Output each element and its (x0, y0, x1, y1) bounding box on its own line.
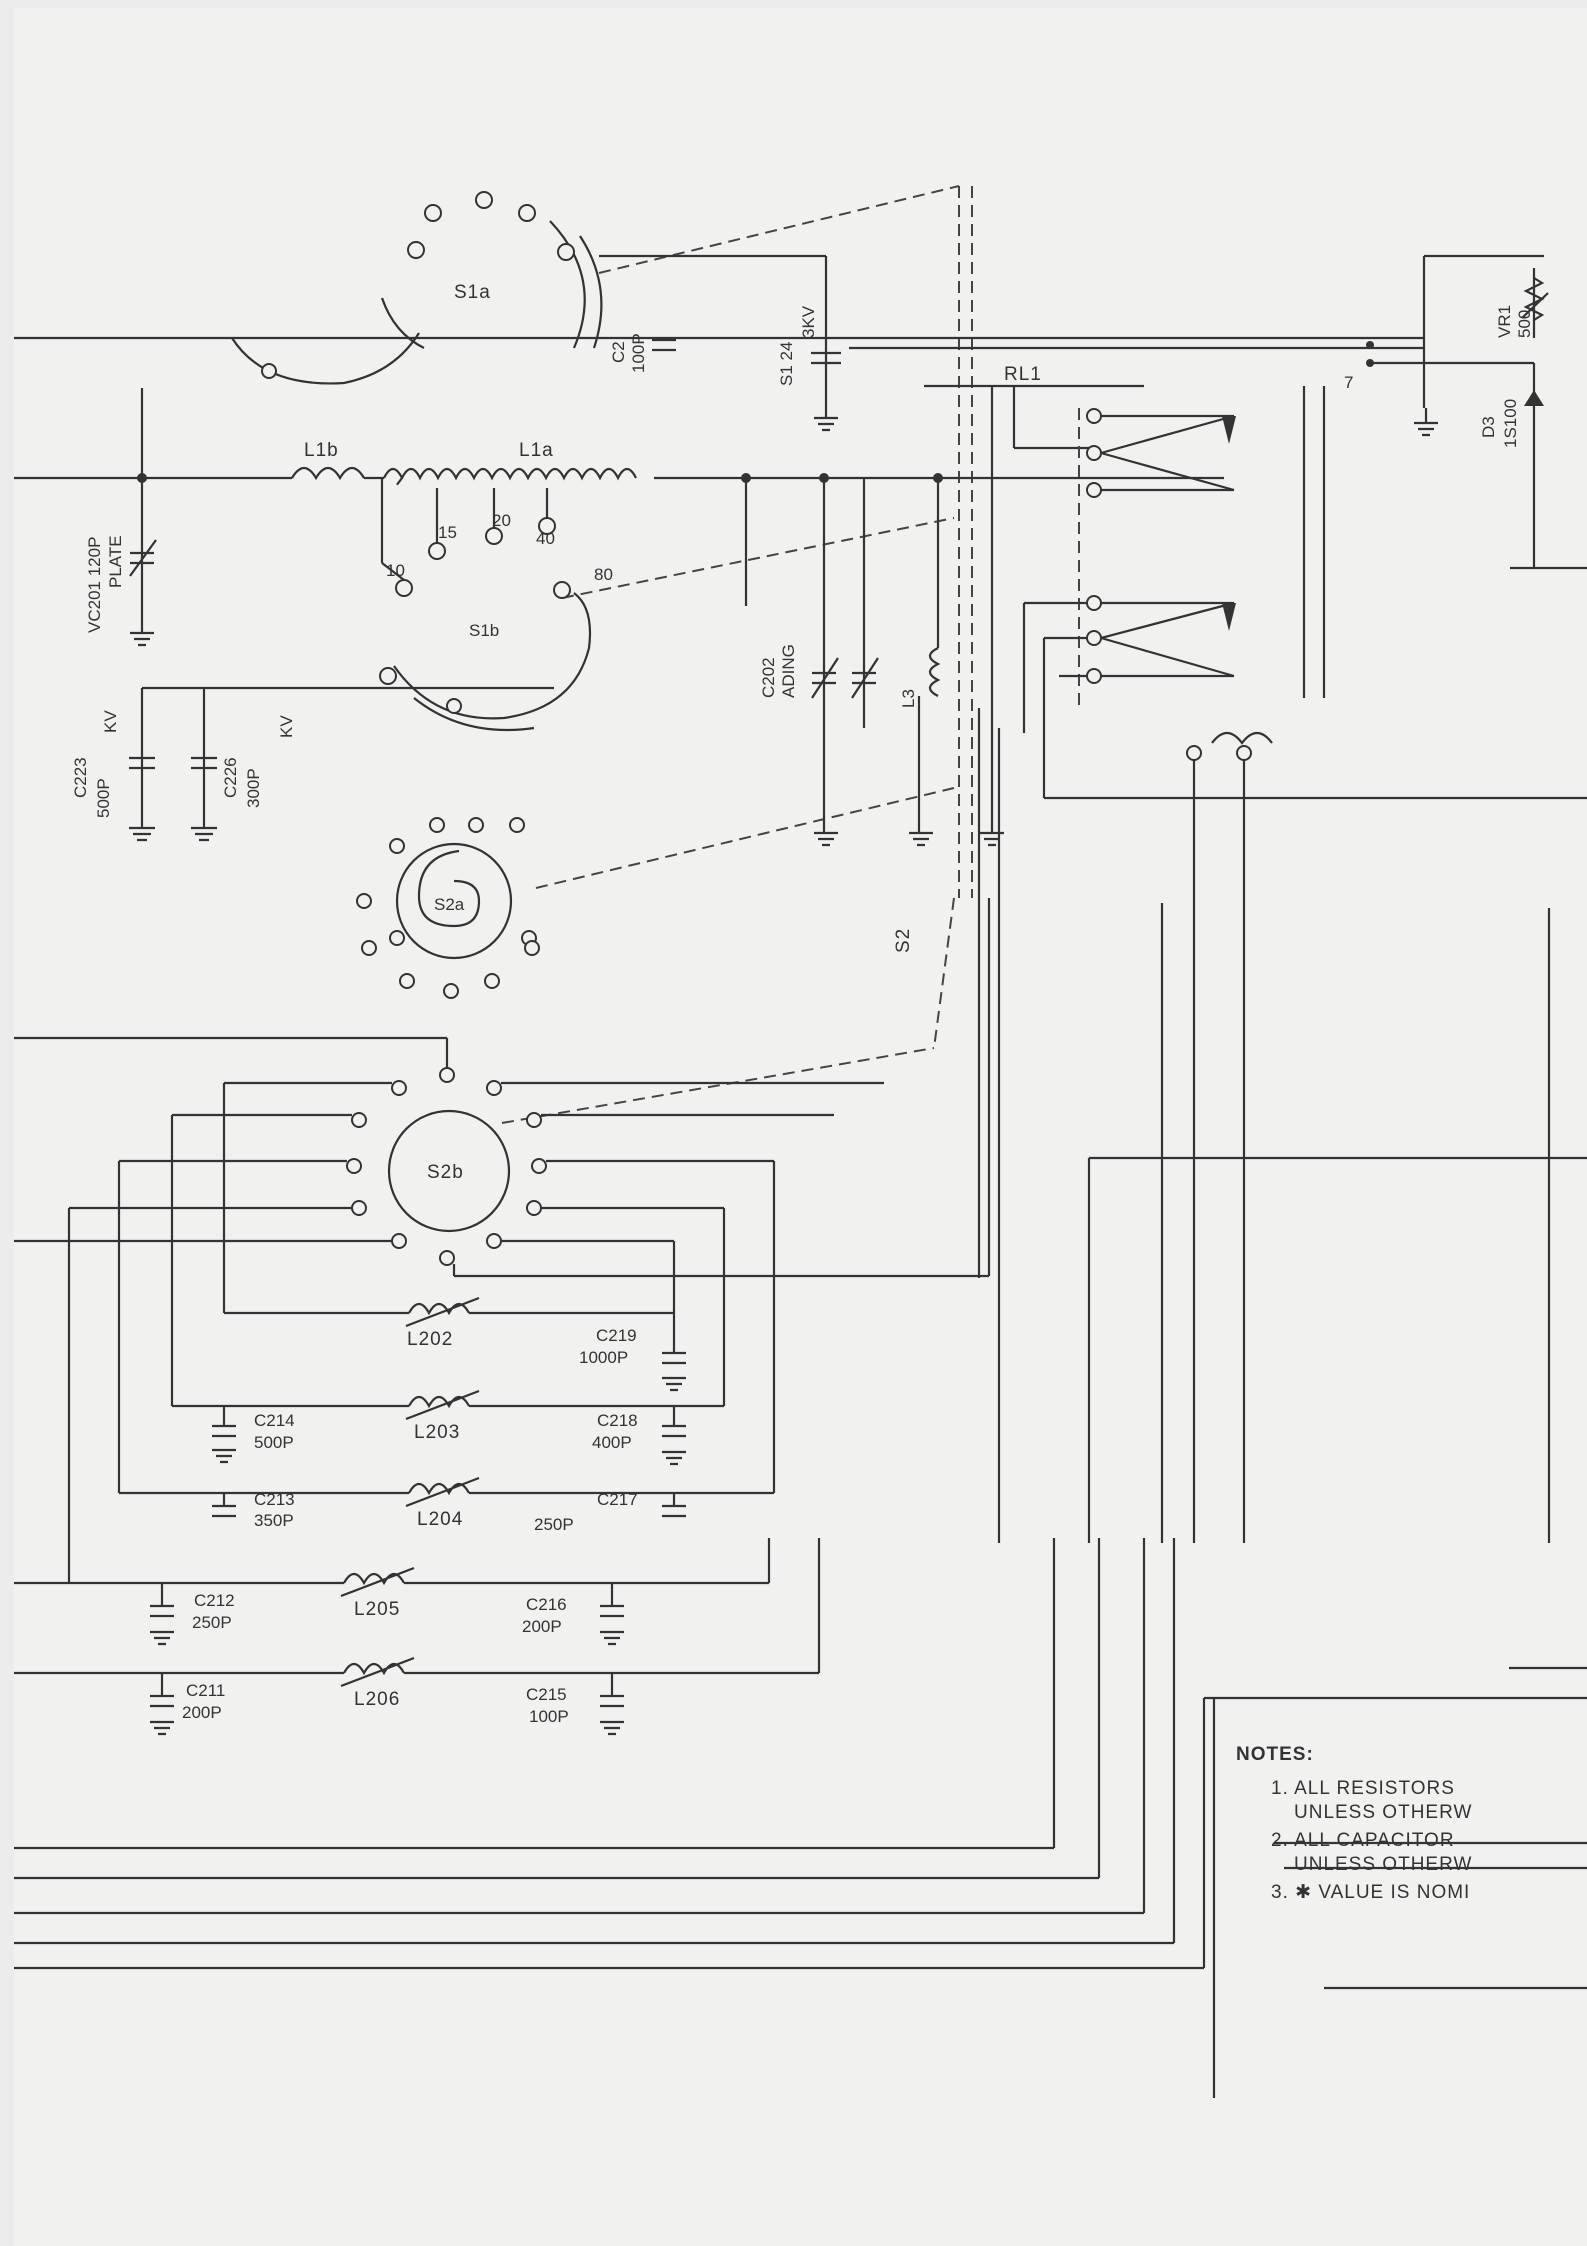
c226-kv: KV (277, 715, 296, 738)
c215-value: 100P (529, 1707, 569, 1726)
c223-value: 500P (94, 778, 113, 818)
c217-value: 250P (534, 1515, 574, 1534)
c202-sub: ADING (779, 644, 798, 698)
mid-right-wiring (977, 603, 1587, 1543)
c216-value: 200P (522, 1617, 562, 1636)
vc201-name: VC201 120P (85, 537, 104, 633)
c217-name: C217 (597, 1490, 638, 1509)
s1-kv-label: 3KV (799, 305, 818, 338)
c202-name: C202 (759, 657, 778, 698)
c223-name: C223 (71, 757, 90, 798)
switch-s1a: S1a (231, 191, 603, 385)
note-3-line-1: 3. ✱ VALUE IS NOMI (1271, 1882, 1471, 1903)
l3-label: L3 (899, 689, 918, 708)
vr1-name: VR1 (1495, 305, 1514, 338)
loading-capacitor: C202 ADING L3 (759, 386, 1004, 847)
c2-name: C2 (609, 341, 628, 363)
tap-40: 40 (536, 529, 555, 548)
s1-24-label: S1 24 (777, 342, 796, 386)
c213-name: C213 (254, 1490, 295, 1509)
c214-name: C214 (254, 1411, 295, 1430)
c212-name: C212 (194, 1591, 235, 1610)
c223-kv: KV (101, 710, 120, 733)
switch-s2b: S2b (14, 898, 991, 1278)
s2a-label: S2a (434, 895, 465, 914)
l202-label: L202 (407, 1329, 453, 1350)
c219-value: 1000P (579, 1348, 628, 1367)
c214-value: 500P (254, 1433, 294, 1452)
relay-pin-7: 7 (1344, 373, 1353, 392)
capacitor-c223: C223 500P KV (71, 686, 554, 842)
c212-value: 250P (192, 1613, 232, 1632)
vc201-plate-capacitor: VC201 120P PLATE (85, 388, 157, 647)
c213-value: 350P (254, 1511, 294, 1530)
vr1-value: 500 (1515, 310, 1534, 338)
s2b-label: S2b (427, 1162, 464, 1183)
capacitor-c226: C226 300P KV (191, 688, 296, 842)
filter-l202: L202 C219 1000P (222, 1083, 686, 1392)
vc201-sub: PLATE (106, 535, 125, 588)
s1a-label: S1a (454, 282, 491, 303)
l205-label: L205 (354, 1599, 400, 1620)
c2-value: 100P (629, 333, 648, 373)
c226-name: C226 (221, 757, 240, 798)
capacitor-s1-24: S1 24 3KV (599, 254, 841, 432)
vr1-d3-area: VR1 500 D3 1S100 (1366, 254, 1587, 570)
capacitor-c2: C2 100P (609, 333, 676, 373)
c216-name: C216 (526, 1595, 567, 1614)
filter-l204: L204 C213 350P C217 250P (117, 1161, 776, 1534)
tap-10: 10 (386, 561, 405, 580)
relay-rl1: RL1 7 (924, 364, 1353, 708)
c215-name: C215 (526, 1685, 567, 1704)
l206-label: L206 (354, 1689, 400, 1710)
s1b-label: S1b (469, 621, 499, 640)
notes-heading: NOTES: (1236, 1744, 1314, 1765)
l1b-label: L1b (304, 440, 339, 461)
c211-name: C211 (186, 1681, 225, 1700)
l1a-label: L1a (519, 440, 554, 461)
c218-name: C218 (597, 1411, 638, 1430)
l203-label: L203 (414, 1422, 460, 1443)
note-2-line-2: UNLESS OTHERW (1294, 1854, 1473, 1875)
c211-value: 200P (182, 1703, 222, 1722)
tank-coil: L1b L1a 10 15 20 40 80 (14, 440, 1224, 606)
c218-value: 400P (592, 1433, 632, 1452)
notes-block: NOTES: 1. ALL RESISTORS UNLESS OTHERW 2.… (1236, 1744, 1506, 1910)
c219-name: C219 (596, 1326, 637, 1345)
tap-15: 15 (438, 523, 457, 542)
filter-l206: L206 C211 200P C215 100P (14, 1538, 821, 1736)
note-1-line-1: 1. ALL RESISTORS (1271, 1778, 1455, 1799)
switch-s2a: S2a (356, 817, 540, 999)
l204-label: L204 (417, 1509, 463, 1530)
schematic-sheet: S1a S2 S1 24 3KV C2 100P RL1 (14, 8, 1587, 2246)
schematic-diagram: S1a S2 S1 24 3KV C2 100P RL1 (14, 185, 1587, 2098)
note-2-line-1: 2. ALL CAPACITOR (1271, 1830, 1455, 1851)
s2-label: S2 (893, 928, 914, 953)
filter-l203: L203 C214 500P C218 400P (170, 1115, 726, 1466)
bottom-bus (14, 1538, 1587, 2098)
note-1-line-2: UNLESS OTHERW (1294, 1802, 1473, 1823)
tap-20: 20 (492, 511, 511, 530)
filter-l205: L205 C212 250P C216 200P (14, 1208, 771, 1646)
d3-value: 1S100 (1501, 399, 1520, 448)
c226-value: 300P (244, 768, 263, 808)
d3-name: D3 (1479, 416, 1498, 438)
rl1-label: RL1 (1004, 364, 1042, 385)
switch-linkages: S2 (501, 185, 973, 1124)
switch-s1b: S1b (379, 592, 592, 732)
tap-80: 80 (594, 565, 613, 584)
